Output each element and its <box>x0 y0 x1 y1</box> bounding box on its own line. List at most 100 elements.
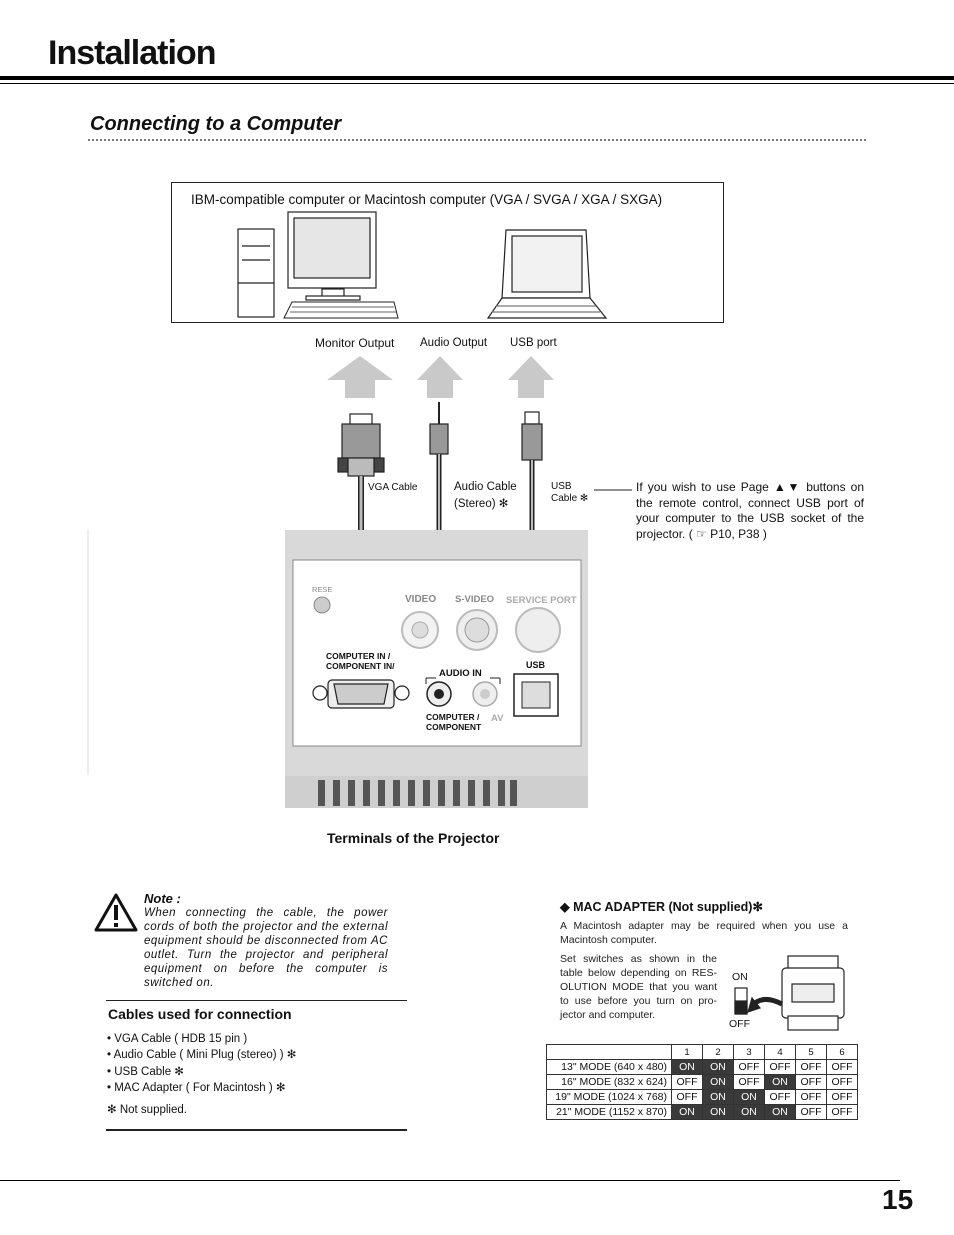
computer-box-caption: IBM-compatible computer or Macintosh com… <box>191 192 663 207</box>
keyboard-icon <box>283 301 399 319</box>
switch-state-cell: OFF <box>795 1104 827 1120</box>
switch-state-cell: ON <box>702 1104 734 1120</box>
computer-in-label: COMPUTER IN / <box>326 651 391 661</box>
switch-column-header: 1 <box>671 1044 703 1060</box>
switch-state-cell: OFF <box>764 1059 796 1075</box>
vga-connector-top <box>337 413 385 477</box>
usb-port-label: USB port <box>510 337 557 349</box>
desktop-monitor-icon <box>287 211 377 301</box>
page-number: 15 <box>882 1184 914 1215</box>
note-text: When connecting the cable, the power cor… <box>144 907 388 989</box>
switch-column-header: 6 <box>826 1044 858 1060</box>
switch-state-cell: OFF <box>733 1059 765 1075</box>
title-rule-thin <box>0 83 954 84</box>
switch-state-cell: OFF <box>795 1059 827 1075</box>
switch-state-cell: ON <box>764 1104 796 1120</box>
cables-rule-top <box>106 1000 407 1001</box>
switch-on-label: ON <box>732 971 748 983</box>
usb-cable-label: USB <box>551 481 572 492</box>
switch-state-cell: OFF <box>826 1089 858 1105</box>
mode-name-cell: 16" MODE (832 x 624) <box>546 1074 672 1090</box>
title-rule <box>0 76 954 80</box>
page-title: Installation <box>48 34 216 72</box>
switch-state-cell: ON <box>671 1104 703 1120</box>
switch-state-cell: ON <box>764 1074 796 1090</box>
switch-state-cell: ON <box>733 1089 765 1105</box>
switch-state-cell: ON <box>702 1089 734 1105</box>
mac-adapter-intro: A Macintosh adapter may be required when… <box>560 920 848 946</box>
mode-table-corner <box>546 1044 672 1060</box>
vga-cable-label: VGA Cable <box>368 482 418 493</box>
laptop-icon <box>486 229 608 319</box>
desktop-tower-icon <box>237 228 275 318</box>
component-in-label: COMPONENT IN/ <box>326 661 395 671</box>
section-heading: Connecting to a Computer <box>90 113 342 135</box>
cables-footnote: ✻ Not supplied. <box>107 1104 187 1116</box>
video-label: VIDEO <box>405 594 437 605</box>
switch-state-cell: OFF <box>826 1074 858 1090</box>
reset-label: RESE <box>312 585 333 594</box>
switch-state-cell: ON <box>733 1104 765 1120</box>
computer-box <box>171 182 724 323</box>
cables-heading: Cables used for connection <box>108 1006 292 1022</box>
audio-cable-stereo-label: (Stereo) ✻ <box>454 498 509 510</box>
switch-column-header: 5 <box>795 1044 827 1060</box>
mode-name-cell: 13" MODE (640 x 480) <box>546 1059 672 1075</box>
switch-column-header: 4 <box>764 1044 796 1060</box>
usb-socket-label: USB <box>526 660 546 670</box>
switch-state-cell: OFF <box>826 1059 858 1075</box>
footer-rule <box>0 1180 900 1181</box>
cables-rule-bottom <box>106 1129 407 1131</box>
switch-state-cell: ON <box>702 1074 734 1090</box>
section-divider <box>88 139 866 141</box>
audio-cable-label: Audio Cable <box>454 481 517 493</box>
usb-note: If you wish to use Page ▲▼ buttons on th… <box>636 480 864 541</box>
svideo-label: S-VIDEO <box>455 594 495 605</box>
switch-state-cell: OFF <box>795 1074 827 1090</box>
mode-name-cell: 21" MODE (1152 x 870) <box>546 1104 672 1120</box>
projector-panel <box>285 530 588 808</box>
terminals-caption: Terminals of the Projector <box>327 830 500 846</box>
mode-table-header: 1 2 3 4 5 6 <box>546 1044 858 1060</box>
switch-state-cell: OFF <box>733 1074 765 1090</box>
audio-output-label: Audio Output <box>420 337 488 349</box>
switch-state-cell: OFF <box>671 1089 703 1105</box>
switch-state-cell: ON <box>671 1059 703 1075</box>
warning-icon <box>94 893 138 932</box>
audio-in-label: AUDIO IN <box>439 668 482 679</box>
switch-state-cell: ON <box>702 1059 734 1075</box>
monitor-output-arrow <box>327 356 393 398</box>
av-label: AV <box>491 713 504 724</box>
mac-adapter-heading: ◆ MAC ADAPTER (Not supplied)✻ <box>560 900 763 914</box>
usb-port-arrow <box>508 356 554 398</box>
switch-state-cell: OFF <box>764 1089 796 1105</box>
mode-name-cell: 19" MODE (1024 x 768) <box>546 1089 672 1105</box>
switch-column-header: 3 <box>733 1044 765 1060</box>
switch-column-header: 2 <box>702 1044 734 1060</box>
cables-list-item: • VGA Cable ( HDB 15 pin ) <box>107 1033 248 1045</box>
cables-list: • VGA Cable ( HDB 15 pin ) • Audio Cable… <box>107 1031 296 1096</box>
switch-state-cell: OFF <box>671 1074 703 1090</box>
mac-adapter-instructions: Set switches as shown in the table below… <box>560 953 717 1021</box>
monitor-output-label: Monitor Output <box>315 336 395 350</box>
service-port-label: SERVICE PORT <box>506 595 577 606</box>
mac-adapter-icon <box>734 955 845 1031</box>
usb-cable-label-2: Cable ✻ <box>551 493 589 504</box>
cables-list-item: • Audio Cable ( Mini Plug (stereo) ) ✻ <box>107 1049 297 1062</box>
computer-component-label: COMPUTER / <box>426 712 480 722</box>
cables-list-item: • MAC Adapter ( For Macintosh ) ✻ <box>107 1081 286 1094</box>
switch-state-cell: OFF <box>795 1089 827 1105</box>
computer-component-label-2: COMPONENT <box>426 722 482 732</box>
switch-state-cell: OFF <box>826 1104 858 1120</box>
switch-off-label: OFF <box>729 1018 750 1030</box>
audio-output-arrow <box>417 356 463 398</box>
cables-list-item: • USB Cable ✻ <box>107 1065 184 1078</box>
note-title: Note : <box>144 891 181 906</box>
